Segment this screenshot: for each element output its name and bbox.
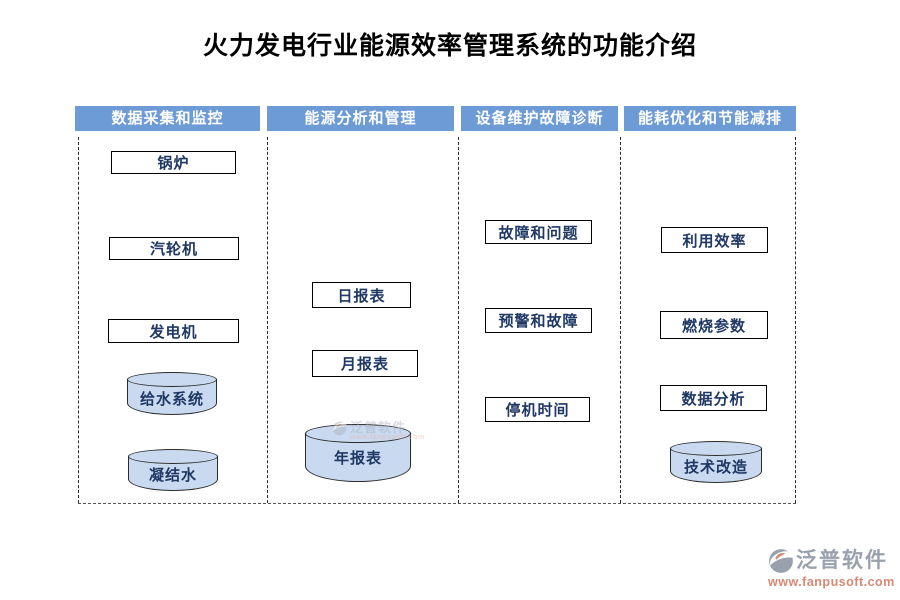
cylinder-label: 年报表 <box>333 450 382 467</box>
brand-name: 泛普软件 <box>796 549 888 572</box>
brand-row: 泛普软件 <box>768 548 895 574</box>
column-divider-left <box>78 137 79 503</box>
node-steam-turbine: 汽轮机 <box>109 237 239 260</box>
column-header-equipment-maintenance-fault-diagnosis: 设备维护故障诊断 <box>461 106 618 131</box>
brand-url: www.fanpusoft.com <box>768 575 895 589</box>
cylinder-top <box>128 449 218 464</box>
cylinder-top <box>127 372 217 387</box>
node-daily-report: 日报表 <box>312 282 411 308</box>
cylinder-label: 给水系统 <box>139 390 204 408</box>
column-divider-1 <box>267 137 268 503</box>
column-header-data-collection-monitoring: 数据采集和监控 <box>75 106 260 131</box>
cylinder-technical-upgrade: 技术改造 <box>670 441 762 483</box>
node-combustion-parameters: 燃烧参数 <box>660 311 768 339</box>
node-downtime: 停机时间 <box>485 397 590 422</box>
node-warnings-and-faults: 预警和故障 <box>485 308 592 333</box>
column-divider-2 <box>458 137 459 503</box>
frame-bottom-line <box>78 503 796 504</box>
page-title: 火力发电行业能源效率管理系统的功能介绍 <box>202 33 697 60</box>
cylinder-label: 凝结水 <box>148 467 197 484</box>
node-monthly-report: 月报表 <box>312 350 418 377</box>
fanpu-logo-icon <box>769 549 793 573</box>
column-divider-3 <box>620 137 621 503</box>
cylinder-top <box>670 441 762 456</box>
node-data-analysis: 数据分析 <box>660 385 767 411</box>
cylinder-top <box>305 424 411 443</box>
node-faults-and-issues: 故障和问题 <box>485 220 592 244</box>
column-header-energy-analysis-management: 能源分析和管理 <box>267 106 454 131</box>
node-generator: 发电机 <box>108 319 239 343</box>
cylinder-feedwater-system: 给水系统 <box>127 372 217 415</box>
node-utilization-efficiency: 利用效率 <box>661 227 768 253</box>
column-divider-right <box>795 137 796 503</box>
fanpu-brand-logo: 泛普软件 www.fanpusoft.com <box>768 548 895 589</box>
cylinder-label: 技术改造 <box>683 459 748 476</box>
cylinder-condensate-water: 凝结水 <box>128 449 218 491</box>
node-boiler: 锅炉 <box>111 151 236 174</box>
column-header-energy-optimization-conservation: 能耗优化和节能减排 <box>624 106 796 131</box>
cylinder-annual-report: 年报表 <box>305 424 411 482</box>
